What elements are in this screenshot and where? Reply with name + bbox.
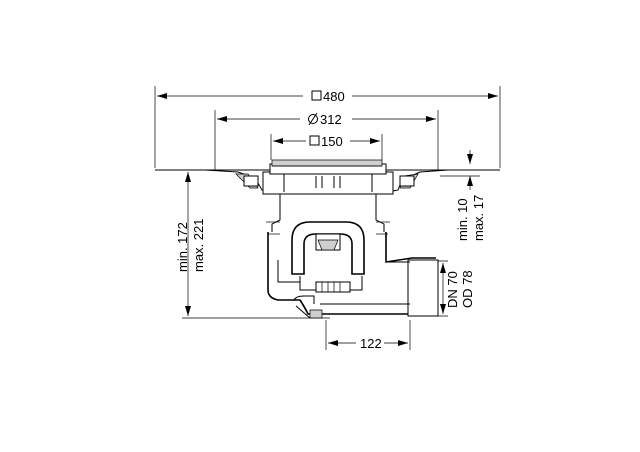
dimension-overall-480: 480 <box>154 86 501 168</box>
height-max-label: max. 221 <box>191 219 206 272</box>
dimension-outlet-offset-122: 122 <box>325 320 411 351</box>
dim-480-label: 480 <box>323 89 345 104</box>
dimension-height-range: min. 172 max. 221 <box>175 172 330 319</box>
outlet-od-label: OD 78 <box>460 270 475 308</box>
dimension-diameter-312: 312 <box>214 110 439 170</box>
square-symbol-icon <box>311 90 322 101</box>
diameter-symbol-icon <box>308 112 318 126</box>
flange-min-label: min. 10 <box>455 198 470 241</box>
dim-150-label: 150 <box>321 134 343 149</box>
outlet-dn-label: DN 70 <box>445 271 460 308</box>
flange-max-label: max. 17 <box>471 195 486 241</box>
dimension-grate-150: 150 <box>270 134 383 160</box>
dimension-outlet-diameter: DN 70 OD 78 <box>415 260 475 317</box>
square-symbol-icon <box>309 135 320 146</box>
dim-312-label: 312 <box>320 112 342 127</box>
grate-top <box>271 159 383 167</box>
height-min-label: min. 172 <box>175 222 190 272</box>
drain-body <box>204 159 449 319</box>
dim-122-label: 122 <box>360 336 382 351</box>
dimension-flange-range: min. 10 max. 17 <box>440 150 486 241</box>
